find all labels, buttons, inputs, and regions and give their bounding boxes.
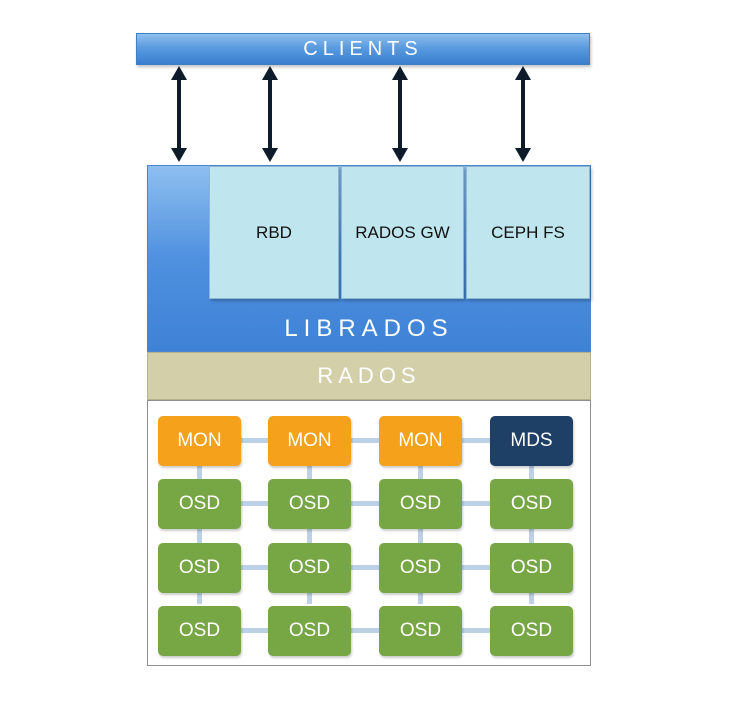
osd-label: OSD bbox=[399, 493, 442, 514]
connector-line bbox=[529, 466, 534, 604]
osd-node: OSD bbox=[268, 543, 351, 593]
osd-label: OSD bbox=[178, 493, 221, 514]
rbd-box: RBD bbox=[209, 166, 339, 299]
clients-label: CLIENTS bbox=[303, 37, 423, 60]
mds-node: MDS bbox=[490, 416, 573, 466]
osd-node: OSD bbox=[379, 543, 462, 593]
osd-label: OSD bbox=[288, 557, 331, 578]
librados-label: LIBRADOS bbox=[284, 315, 454, 342]
mon-label: MON bbox=[287, 430, 332, 451]
osd-label: OSD bbox=[399, 557, 442, 578]
osd-node: OSD bbox=[379, 606, 462, 656]
osd-label: OSD bbox=[178, 557, 221, 578]
osd-label: OSD bbox=[178, 620, 221, 641]
double-arrow-icon bbox=[390, 66, 410, 162]
rados-gw-label: RADOS GW bbox=[355, 222, 450, 242]
mds-label: MDS bbox=[510, 430, 553, 451]
osd-node: OSD bbox=[379, 479, 462, 529]
osd-node: OSD bbox=[268, 479, 351, 529]
osd-label: OSD bbox=[510, 557, 553, 578]
osd-label: OSD bbox=[510, 493, 553, 514]
osd-node: OSD bbox=[490, 543, 573, 593]
double-arrow-icon bbox=[513, 66, 533, 162]
ceph-fs-label: CEPH FS bbox=[491, 222, 565, 242]
osd-label: OSD bbox=[288, 620, 331, 641]
osd-node: OSD bbox=[158, 479, 241, 529]
osd-node: OSD bbox=[158, 543, 241, 593]
osd-label: OSD bbox=[288, 493, 331, 514]
osd-node: OSD bbox=[268, 606, 351, 656]
mon-node: MON bbox=[268, 416, 351, 466]
connector-line bbox=[307, 466, 312, 604]
mon-label: MON bbox=[398, 430, 443, 451]
osd-node: OSD bbox=[490, 606, 573, 656]
rados-gw-box: RADOS GW bbox=[341, 166, 464, 299]
osd-label: OSD bbox=[510, 620, 553, 641]
osd-node: OSD bbox=[490, 479, 573, 529]
double-arrow-icon bbox=[169, 66, 189, 162]
rbd-label: RBD bbox=[256, 222, 292, 242]
mon-label: MON bbox=[177, 430, 222, 451]
mon-node: MON bbox=[158, 416, 241, 466]
rados-bar: RADOS bbox=[147, 352, 591, 400]
connector-line bbox=[418, 466, 423, 604]
osd-label: OSD bbox=[399, 620, 442, 641]
ceph-fs-box: CEPH FS bbox=[466, 166, 590, 299]
osd-node: OSD bbox=[158, 606, 241, 656]
double-arrow-icon bbox=[260, 66, 280, 162]
connector-line bbox=[197, 466, 202, 604]
rados-label: RADOS bbox=[317, 363, 421, 388]
clients-bar: CLIENTS bbox=[136, 33, 590, 65]
mon-node: MON bbox=[379, 416, 462, 466]
